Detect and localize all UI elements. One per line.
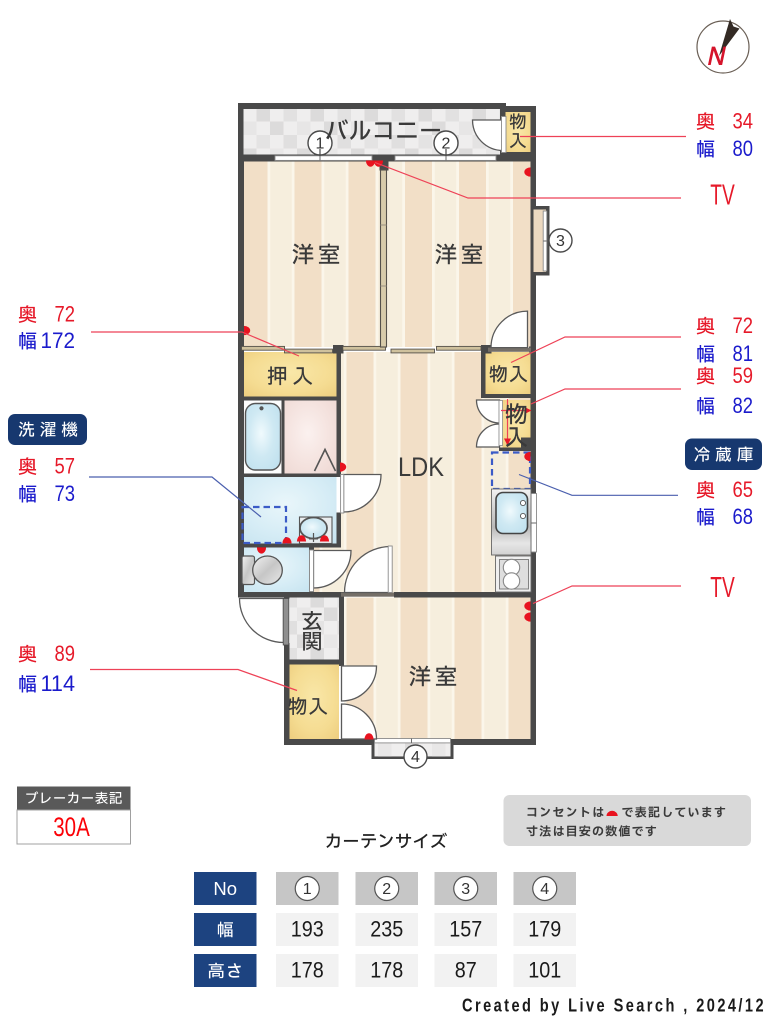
svg-text:1: 1 [316, 136, 325, 153]
svg-text:TV: TV [710, 180, 735, 212]
svg-text:82: 82 [733, 393, 754, 418]
svg-text:68: 68 [733, 504, 754, 529]
svg-text:59: 59 [733, 363, 754, 388]
svg-text:LDK: LDK [398, 452, 444, 482]
svg-text:178: 178 [370, 958, 403, 983]
svg-text:72: 72 [55, 302, 76, 327]
svg-text:172: 172 [41, 328, 76, 353]
svg-text:1: 1 [303, 881, 312, 898]
svg-text:2: 2 [442, 136, 451, 153]
svg-text:2: 2 [382, 881, 391, 898]
svg-text:72: 72 [733, 313, 754, 338]
svg-text:4: 4 [540, 881, 549, 898]
svg-text:Created by Live Search , 2024/: Created by Live Search , 2024/12 [462, 996, 766, 1016]
svg-text:3: 3 [556, 233, 565, 250]
svg-text:57: 57 [55, 454, 76, 479]
svg-text:193: 193 [291, 917, 324, 942]
svg-text:87: 87 [455, 958, 477, 983]
svg-text:TV: TV [710, 572, 735, 604]
svg-text:65: 65 [733, 477, 754, 502]
svg-text:101: 101 [528, 958, 561, 983]
svg-text:80: 80 [733, 136, 754, 161]
svg-text:179: 179 [528, 917, 561, 942]
svg-text:4: 4 [411, 749, 420, 766]
svg-text:No: No [213, 878, 237, 899]
svg-text:73: 73 [55, 481, 76, 506]
svg-text:235: 235 [370, 917, 403, 942]
svg-text:3: 3 [461, 881, 470, 898]
svg-text:34: 34 [733, 109, 754, 134]
svg-text:114: 114 [41, 671, 76, 696]
svg-text:157: 157 [449, 917, 482, 942]
svg-text:30A: 30A [53, 812, 90, 842]
svg-text:89: 89 [55, 641, 76, 666]
svg-text:81: 81 [733, 341, 754, 366]
svg-text:178: 178 [291, 958, 324, 983]
